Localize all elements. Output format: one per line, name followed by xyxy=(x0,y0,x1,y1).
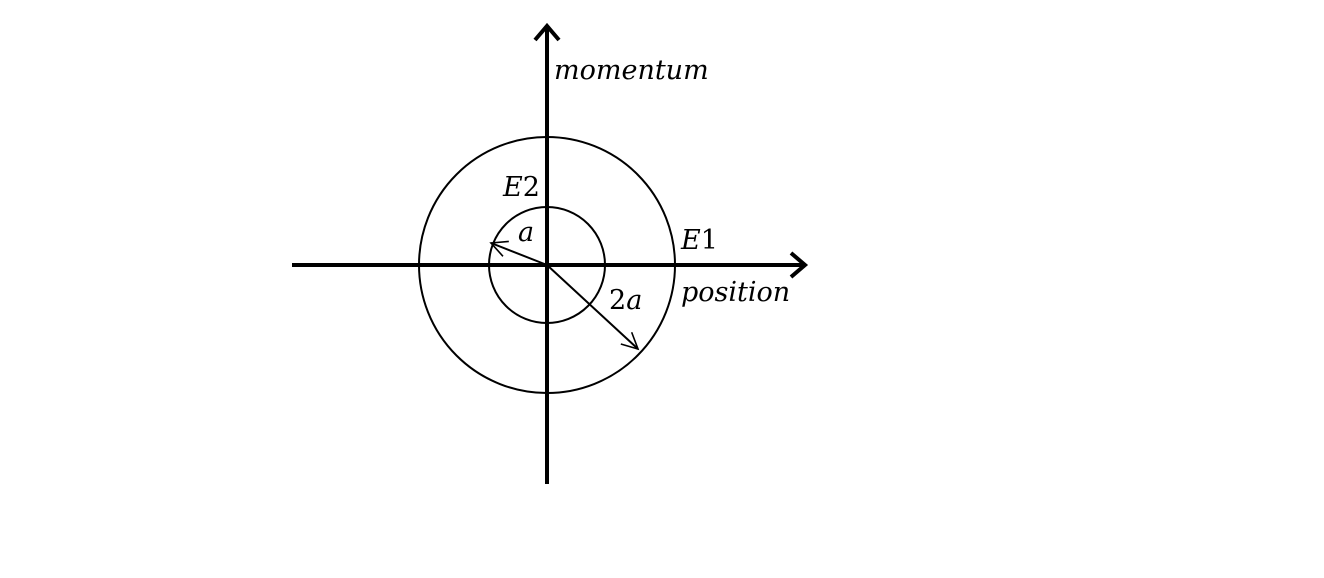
outer-orbit-label: E1 xyxy=(680,225,718,256)
y-axis-arrowhead xyxy=(533,22,561,42)
x-axis-label: position xyxy=(681,277,790,308)
inner-radius-label: a xyxy=(518,217,534,248)
outer-radius-label: 2a xyxy=(609,285,642,316)
y-axis-label: momentum xyxy=(554,55,709,86)
inner-orbit-e2 xyxy=(488,206,606,324)
inner-radius-arrow xyxy=(489,240,548,266)
outer-radius-arrow xyxy=(546,264,640,351)
inner-orbit-label: E2 xyxy=(502,172,540,203)
x-axis-arrowhead xyxy=(789,251,809,279)
outer-orbit-e1 xyxy=(418,136,676,394)
